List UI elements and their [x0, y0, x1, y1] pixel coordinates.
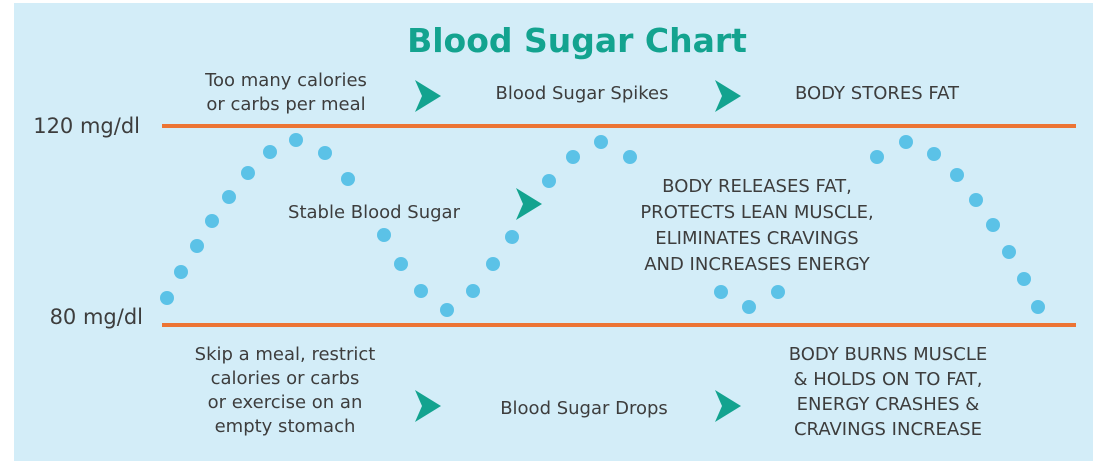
- wave-dot: [414, 284, 428, 298]
- top-effect: Blood Sugar Spikes: [495, 83, 668, 104]
- wave-dot: [771, 285, 785, 299]
- wave-dot: [986, 218, 1000, 232]
- wave-dot: [1002, 245, 1016, 259]
- wave-dot: [160, 291, 174, 305]
- wave-dot: [486, 257, 500, 271]
- chart-panel: [14, 3, 1093, 461]
- bottom-effect: Blood Sugar Drops: [500, 398, 668, 419]
- wave-dot: [377, 228, 391, 242]
- wave-dot: [566, 150, 580, 164]
- bottom-result-line-2: & HOLDS ON TO FAT,: [793, 369, 982, 390]
- bottom-cause-line-4: empty stomach: [215, 416, 356, 437]
- wave-dot: [440, 303, 454, 317]
- top-result: BODY STORES FAT: [795, 83, 960, 104]
- wave-dot: [190, 239, 204, 253]
- top-cause-line-2: or carbs per meal: [206, 94, 365, 115]
- wave-dot: [174, 265, 188, 279]
- wave-dot: [594, 135, 608, 149]
- bottom-result-line-1: BODY BURNS MUSCLE: [789, 344, 988, 365]
- wave-dot: [899, 135, 913, 149]
- wave-dot: [289, 133, 303, 147]
- wave-dot: [466, 284, 480, 298]
- wave-dot: [542, 174, 556, 188]
- wave-dot: [222, 190, 236, 204]
- chart-title: Blood Sugar Chart: [407, 21, 747, 60]
- wave-dot: [394, 257, 408, 271]
- wave-dot: [205, 214, 219, 228]
- wave-dot: [318, 146, 332, 160]
- wave-dot: [505, 230, 519, 244]
- stable-label: Stable Blood Sugar: [288, 202, 461, 223]
- wave-dot: [241, 166, 255, 180]
- wave-dot: [927, 147, 941, 161]
- wave-dot: [1017, 272, 1031, 286]
- arrow-right-icon: [715, 80, 741, 112]
- lower-limit-label: 80 mg/dl: [50, 305, 143, 329]
- bottom-result-line-4: CRAVINGS INCREASE: [794, 419, 982, 440]
- benefit-line-3: ELIMINATES CRAVINGS: [655, 228, 858, 249]
- benefit-line-4: AND INCREASES ENERGY: [644, 254, 871, 275]
- wave-dot: [1031, 300, 1045, 314]
- blood-sugar-wave: [160, 133, 1045, 317]
- bottom-cause-line-2: calories or carbs: [211, 368, 360, 389]
- bottom-cause-line-3: or exercise on an: [208, 392, 363, 413]
- wave-dot: [341, 172, 355, 186]
- upper-limit-label: 120 mg/dl: [33, 114, 140, 138]
- arrow-right-icon: [415, 80, 441, 112]
- wave-dot: [623, 150, 637, 164]
- bottom-cause-line-1: Skip a meal, restrict: [195, 344, 376, 365]
- arrow-right-icon: [715, 390, 741, 422]
- bottom-result-line-3: ENERGY CRASHES &: [797, 394, 980, 415]
- benefit-line-1: BODY RELEASES FAT,: [662, 176, 852, 197]
- wave-dot: [950, 168, 964, 182]
- arrow-right-icon: [516, 188, 542, 220]
- benefit-line-2: PROTECTS LEAN MUSCLE,: [640, 202, 873, 223]
- wave-dot: [742, 300, 756, 314]
- wave-dot: [969, 193, 983, 207]
- arrow-right-icon: [415, 390, 441, 422]
- top-cause-line-1: Too many calories: [204, 70, 367, 91]
- wave-dot: [870, 150, 884, 164]
- wave-dot: [714, 285, 728, 299]
- wave-dot: [263, 145, 277, 159]
